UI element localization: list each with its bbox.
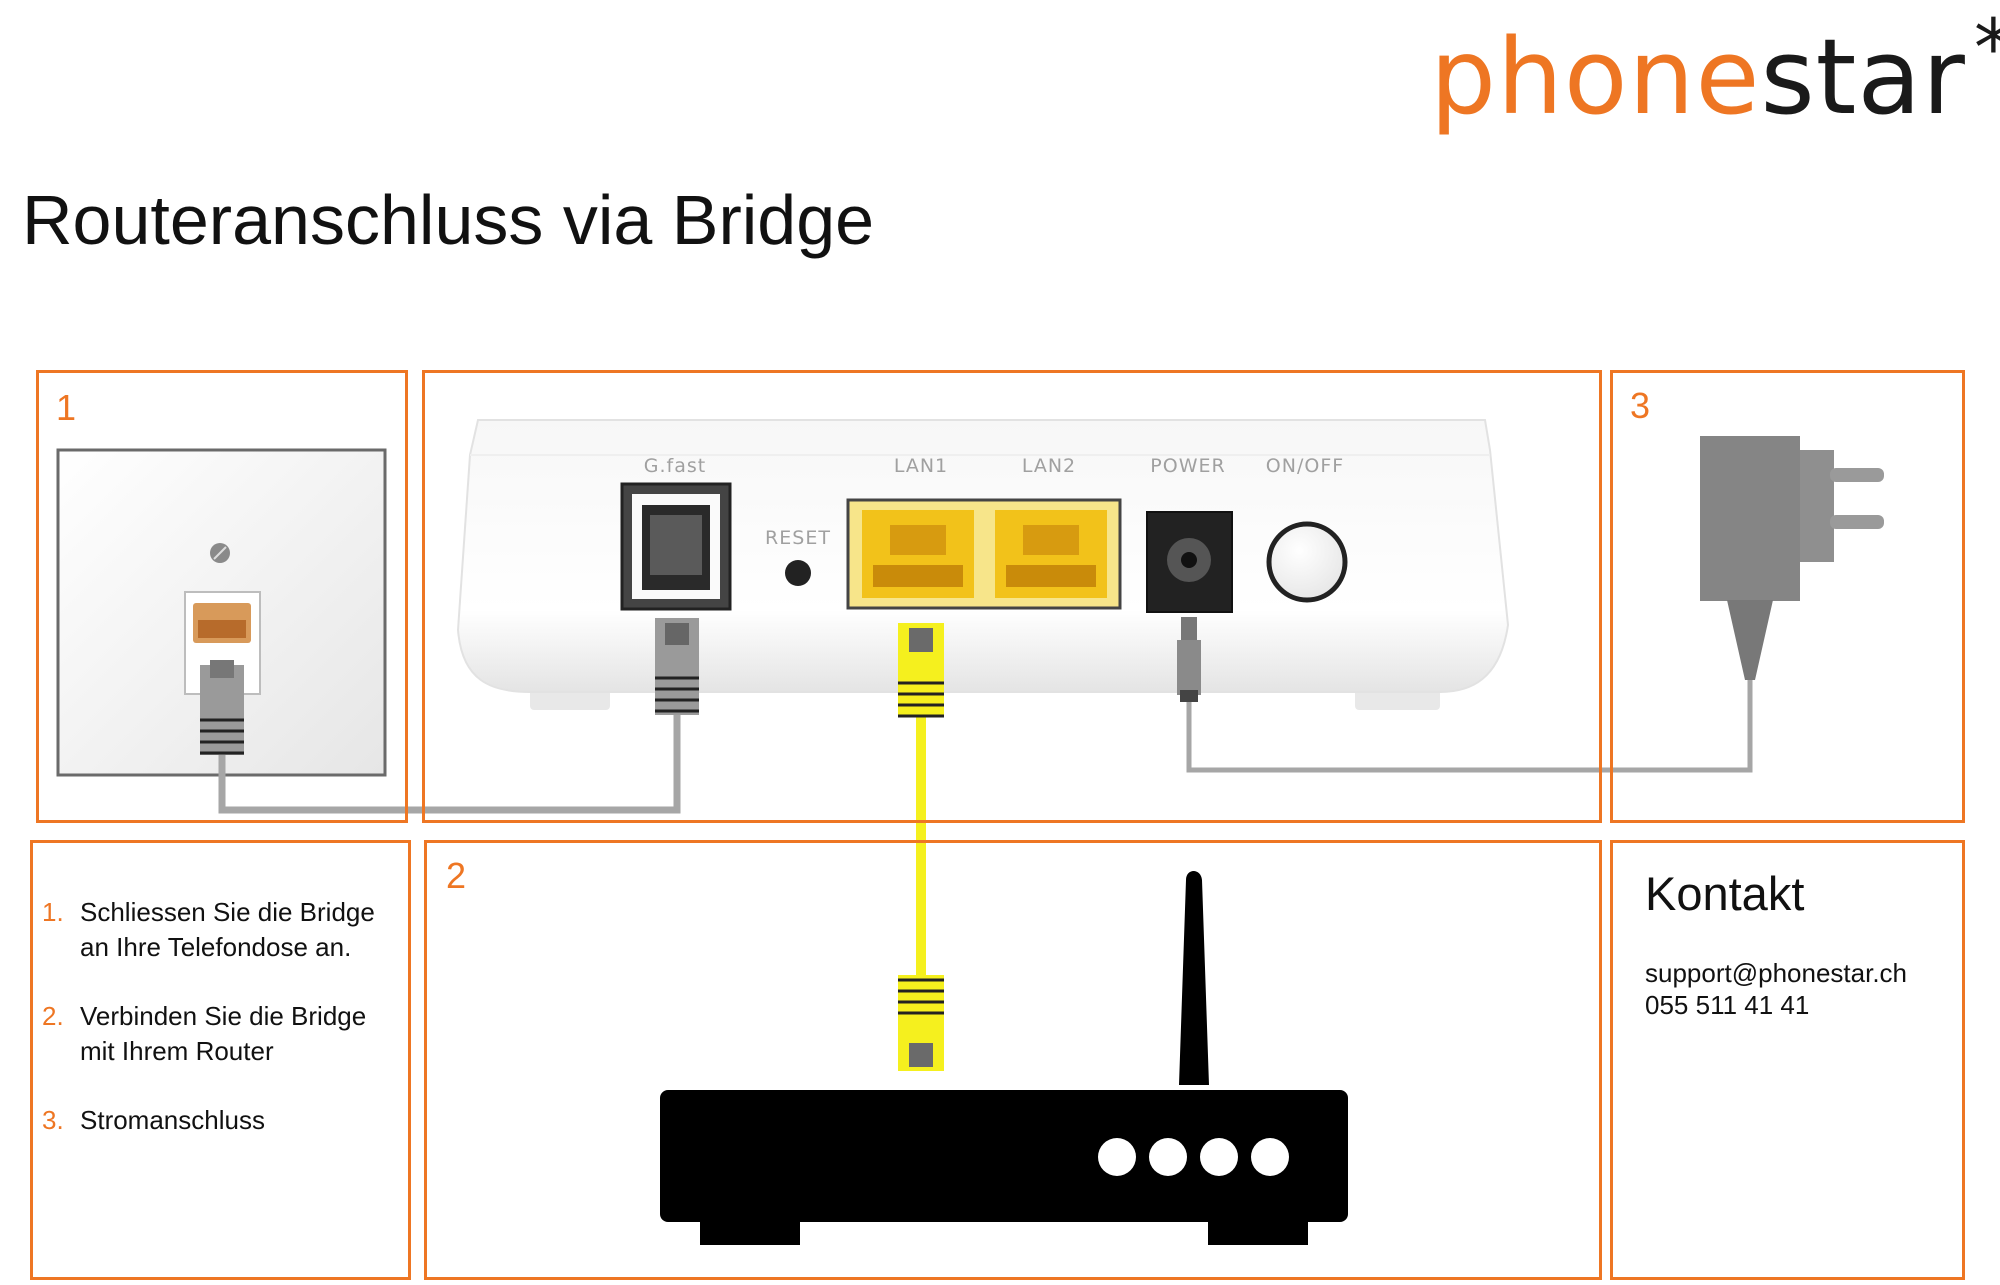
step-1-number: 1. <box>42 897 64 927</box>
step-2: 2. Verbinden Sie die Bridge mit Ihrem Rou… <box>42 999 380 1069</box>
lan-cable <box>898 623 944 1071</box>
panel-3 <box>1610 370 1965 823</box>
step-1: 1. Schliessen Sie die Bridge an Ihre Tele… <box>42 895 380 965</box>
logo-star-text: star <box>1760 16 1966 138</box>
router-led-3 <box>1200 1138 1238 1176</box>
phone-cable <box>200 618 699 814</box>
onoff-label: ON/OFF <box>1266 455 1344 477</box>
panel-1-number: 1 <box>56 387 77 428</box>
step-3: 3. Stromanschluss <box>42 1103 380 1138</box>
phonestar-logo: phonestar* <box>1430 10 2000 129</box>
panel-contact <box>1610 840 1965 1280</box>
panel-bridge <box>422 370 1602 823</box>
gfast-label: G.fast <box>644 455 706 477</box>
step-1-text: Schliessen Sie die Bridge an Ihre Telefo… <box>80 897 375 962</box>
router-led-2 <box>1149 1138 1187 1176</box>
page-title: Routeranschluss via Bridge <box>22 181 875 259</box>
step-3-number: 3. <box>42 1105 64 1135</box>
step-2-number: 2. <box>42 1001 64 1031</box>
panel-3-number: 3 <box>1630 385 1651 426</box>
reset-label: RESET <box>765 527 831 549</box>
contact-phone[interactable]: 055 511 41 41 <box>1645 990 1810 1020</box>
panel-2 <box>424 840 1602 1280</box>
contact-email[interactable]: support@phonestar.ch <box>1645 958 1908 988</box>
panel-1 <box>36 370 408 823</box>
panel-2-number: 2 <box>446 855 467 896</box>
instruction-steps: 1. Schliessen Sie die Bridge an Ihre Tele… <box>42 895 380 1172</box>
router-icon <box>660 871 1348 1245</box>
power-socket <box>1146 511 1233 613</box>
power-label: POWER <box>1150 455 1225 477</box>
power-button-icon <box>1266 521 1348 603</box>
logo-phone-text: phone <box>1430 16 1761 138</box>
contact-heading: Kontakt <box>1645 867 1805 920</box>
router-led-1 <box>1098 1138 1136 1176</box>
router-led-4 <box>1251 1138 1289 1176</box>
gfast-port <box>620 482 732 611</box>
power-adapter-icon <box>1700 436 1884 680</box>
step-3-text: Stromanschluss <box>80 1105 265 1135</box>
lan-ports <box>846 498 1122 610</box>
panel-instructions <box>30 840 411 1280</box>
lan2-label: LAN2 <box>1022 455 1076 477</box>
logo-asterisk: * <box>1974 4 2000 94</box>
power-cable <box>1177 617 1753 773</box>
lan1-label: LAN1 <box>894 455 948 477</box>
step-2-text: Verbinden Sie die Bridge mit Ihrem Route… <box>80 1001 367 1066</box>
reset-hole <box>785 560 811 586</box>
